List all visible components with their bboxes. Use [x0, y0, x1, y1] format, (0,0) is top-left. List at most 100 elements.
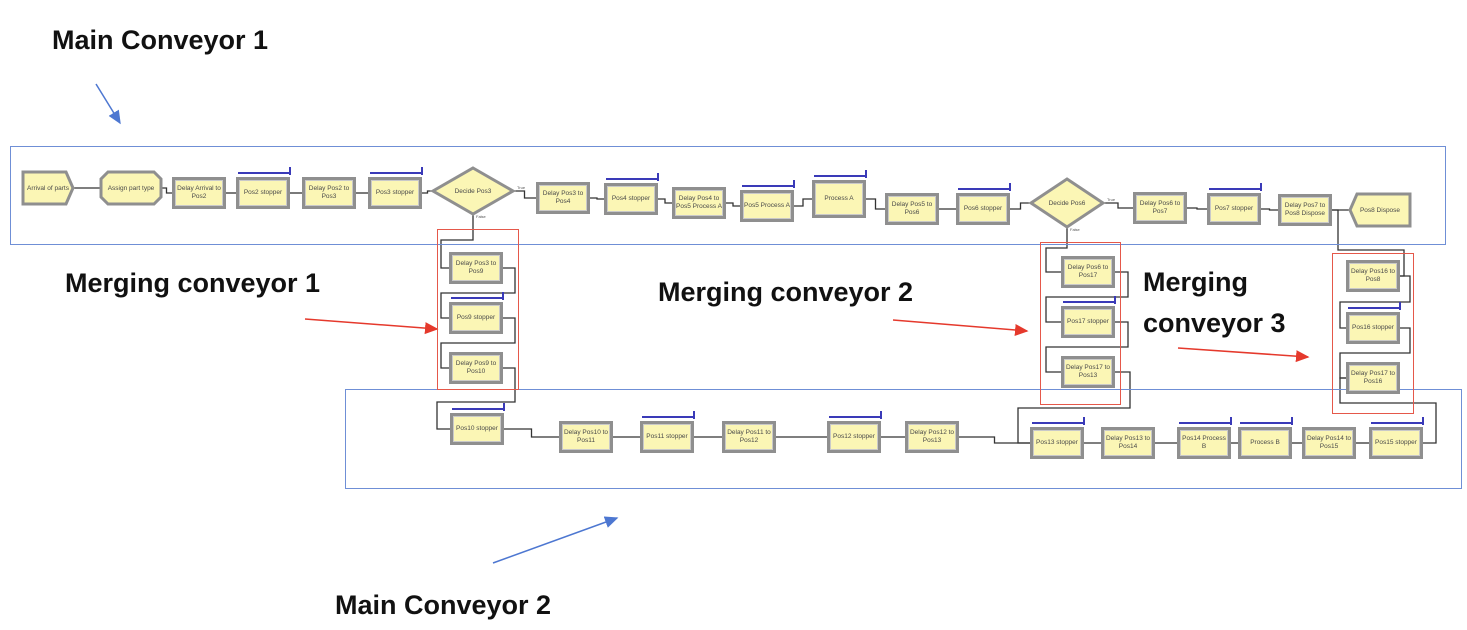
- connector: [1339, 275, 1411, 329]
- dispose-block-p8_disp[interactable]: [1348, 192, 1412, 228]
- block-label: Delay Pos16 to Pos8: [1350, 268, 1396, 283]
- resource-bar: [958, 183, 1011, 191]
- decide-block-dec_p3[interactable]: [429, 166, 517, 216]
- block-label: Process B: [1250, 439, 1280, 446]
- connector: [513, 190, 536, 199]
- process-block-d_p2_p3[interactable]: Delay Pos2 to Pos3: [302, 177, 356, 209]
- decide-true-label: True: [517, 185, 526, 190]
- block-label: Pos6 stopper: [963, 205, 1003, 212]
- connector: [1045, 227, 1068, 273]
- resource-bar: [606, 173, 659, 181]
- process-block-p6_stop[interactable]: Pos6 stopper: [956, 193, 1010, 225]
- connector: [658, 198, 672, 204]
- assign-block-assign[interactable]: [99, 170, 163, 206]
- process-block-d_arr_p2[interactable]: Delay Arrival to Pos2: [172, 177, 226, 209]
- main-conveyor-1-arrow: [95, 83, 121, 125]
- process-block-d_p11_p12[interactable]: Delay Pos11 to Pos12: [722, 421, 776, 453]
- block-label: Pos10 stopper: [456, 425, 498, 432]
- connector: [1261, 208, 1278, 211]
- process-block-p13_stop[interactable]: Pos13 stopper: [1030, 427, 1084, 459]
- process-block-d_p3_p4[interactable]: Delay Pos3 to Pos4: [536, 182, 590, 214]
- block-label: Assign part type: [108, 185, 155, 192]
- process-block-p12_stop[interactable]: Pos12 stopper: [827, 421, 881, 453]
- decide-block-dec_p6[interactable]: [1028, 177, 1106, 229]
- process-block-d_p9_p10[interactable]: Delay Pos9 to Pos10: [449, 352, 503, 384]
- process-block-d_p6_p17[interactable]: Delay Pos6 to Pos17: [1061, 256, 1115, 288]
- process-block-p2_stop[interactable]: Pos2 stopper: [236, 177, 290, 209]
- connector: [440, 214, 474, 269]
- block-label: Pos12 stopper: [833, 433, 875, 440]
- block-label: Pos5 Process A: [744, 202, 790, 209]
- process-block-d_p14_p15[interactable]: Delay Pos14 to Pos15: [1302, 427, 1356, 459]
- block-label: Delay Pos13 to Pos14: [1105, 435, 1151, 450]
- process-block-d_p3_p9[interactable]: Delay Pos3 to Pos9: [449, 252, 503, 284]
- block-label: Delay Pos14 to Pos15: [1306, 435, 1352, 450]
- process-block-d_p5_p6[interactable]: Delay Pos5 to Pos6: [885, 193, 939, 225]
- resource-bar: [370, 167, 423, 175]
- block-label: Pos15 stopper: [1375, 439, 1417, 446]
- process-block-p10_stop[interactable]: Pos10 stopper: [450, 413, 504, 445]
- block-label: Pos4 stopper: [611, 195, 651, 202]
- process-block-d_p4_p5[interactable]: Delay Pos4 to Pos5 Process A: [672, 187, 726, 219]
- process-block-p11_stop[interactable]: Pos11 stopper: [640, 421, 694, 453]
- resource-bar: [742, 180, 795, 188]
- resource-bar: [642, 411, 695, 419]
- block-label: Delay Pos7 to Pos8 Dispose: [1284, 202, 1326, 217]
- main-conveyor-2-arrow: [492, 516, 619, 564]
- process-block-d_p16_p8[interactable]: Delay Pos16 to Pos8: [1346, 260, 1400, 292]
- process-block-proc_b[interactable]: Process B: [1238, 427, 1292, 459]
- merging-conveyor-3-label-line2: conveyor 3: [1143, 308, 1286, 338]
- block-label: Delay Pos12 to Pos13: [909, 429, 955, 444]
- resource-bar: [1240, 417, 1293, 425]
- process-block-p4_stop[interactable]: Pos4 stopper: [604, 183, 658, 215]
- process-block-p7_stop[interactable]: Pos7 stopper: [1207, 193, 1261, 225]
- connector: [436, 367, 516, 430]
- process-block-p17_stop[interactable]: Pos17 stopper: [1061, 306, 1115, 338]
- process-block-d_p10_p11[interactable]: Delay Pos10 to Pos11: [559, 421, 613, 453]
- resource-bar: [1371, 417, 1424, 425]
- block-label: Arrival of parts: [27, 185, 70, 192]
- process-block-p15_stop[interactable]: Pos15 stopper: [1369, 427, 1423, 459]
- merging-conveyor-2-arrow: [892, 319, 1029, 336]
- process-block-d_p6_p7[interactable]: Delay Pos6 to Pos7: [1133, 192, 1187, 224]
- process-block-proc_a[interactable]: Process A: [812, 180, 866, 218]
- resource-bar: [238, 167, 291, 175]
- block-label: Delay Pos4 to Pos5 Process A: [676, 195, 722, 210]
- connector: [1187, 207, 1207, 210]
- block-label: Pos3 stopper: [375, 189, 415, 196]
- process-block-p16_stop[interactable]: Pos16 stopper: [1346, 312, 1400, 344]
- resource-bar: [829, 411, 882, 419]
- process-block-p3_stop[interactable]: Pos3 stopper: [368, 177, 422, 209]
- block-label: Pos14 Process B: [1182, 435, 1226, 450]
- block-label: Pos7 stopper: [1214, 205, 1254, 212]
- block-label: Pos11 stopper: [646, 433, 688, 440]
- decide-false-label: False: [476, 214, 487, 219]
- process-block-d_p12_p13[interactable]: Delay Pos12 to Pos13: [905, 421, 959, 453]
- merging-conveyor-2-label: Merging conveyor 2: [658, 277, 914, 307]
- create-block-arrival[interactable]: [21, 170, 75, 206]
- connector: [504, 428, 559, 438]
- resource-bar: [451, 292, 504, 300]
- block-label: Pos13 stopper: [1036, 439, 1078, 446]
- process-block-p14_proc[interactable]: Pos14 Process B: [1177, 427, 1231, 459]
- connector: [794, 198, 812, 207]
- process-block-p5_proc[interactable]: Pos5 Process A: [740, 190, 794, 222]
- connector: [1045, 271, 1129, 323]
- connector: [726, 202, 740, 207]
- block-label: Delay Pos2 to Pos3: [308, 185, 350, 200]
- process-block-d_p17_p13[interactable]: Delay Pos17 to Pos13: [1061, 356, 1115, 388]
- connector: [1010, 202, 1031, 210]
- resource-bar: [1348, 302, 1401, 310]
- merging-conveyor-2-frame: [1040, 242, 1121, 405]
- block-label: Process A: [824, 195, 854, 202]
- process-block-d_p13_p14[interactable]: Delay Pos13 to Pos14: [1101, 427, 1155, 459]
- process-block-d_p17_p16[interactable]: Delay Pos17 to Pos16: [1346, 362, 1400, 394]
- process-block-p9_stop[interactable]: Pos9 stopper: [449, 302, 503, 334]
- block-label: Pos8 Dispose: [1360, 207, 1400, 214]
- decide-false-label: False: [1070, 227, 1081, 232]
- block-label: Pos9 stopper: [456, 314, 496, 321]
- process-block-d_p7_p8[interactable]: Delay Pos7 to Pos8 Dispose: [1278, 194, 1332, 226]
- merging-conveyor-1-arrow: [304, 318, 439, 335]
